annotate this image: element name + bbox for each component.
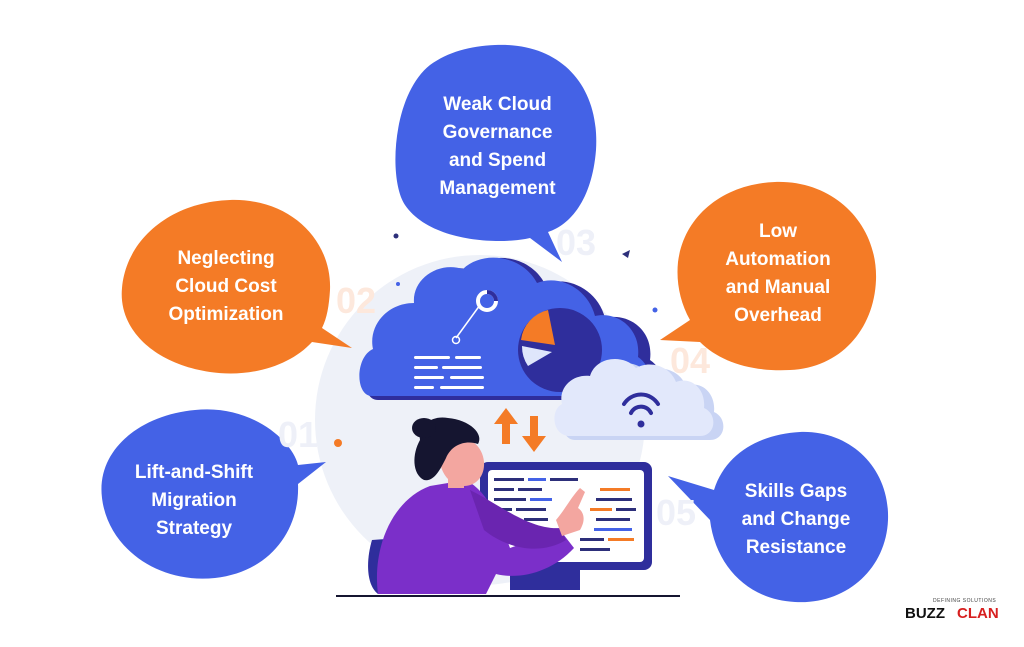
- upload-download-arrows-icon: [494, 408, 546, 452]
- step-number-02: 02: [336, 280, 377, 321]
- bubble-03: [395, 44, 597, 262]
- step-number-04: 04: [670, 340, 711, 381]
- buzzclan-logo: DEFINING SOLUTIONS BUZZ CLAN: [905, 598, 999, 622]
- bubble-01: [101, 409, 326, 579]
- pie-chart-icon: [518, 308, 602, 392]
- step-number-05: 05: [656, 492, 697, 533]
- challenge-01-label: Lift-and-Shift Migration Strategy: [134, 462, 254, 539]
- decor-triangle: [622, 250, 630, 258]
- step-number-03: 03: [556, 222, 597, 263]
- decor-dot: [334, 439, 342, 447]
- challenge-04-label: Low Automation and Manual Overhead: [725, 221, 831, 326]
- challenge-05-label: Skills Gaps and Change Resistance: [741, 481, 851, 558]
- decor-dot: [393, 233, 399, 239]
- bubble-05: [668, 431, 889, 603]
- bubble-02: [121, 199, 352, 374]
- decor-dot: [396, 282, 400, 286]
- decor-dot: [652, 307, 658, 313]
- bubble-04: [660, 181, 877, 371]
- challenge-03-label: Weak Cloud Governance and Spend Manageme…: [439, 94, 556, 199]
- wifi-cloud-icon: [554, 358, 724, 440]
- challenge-02-label: Neglecting Cloud Cost Optimization: [168, 248, 284, 325]
- person-at-computer-illustration: [368, 417, 585, 594]
- step-number-01: 01: [278, 414, 319, 455]
